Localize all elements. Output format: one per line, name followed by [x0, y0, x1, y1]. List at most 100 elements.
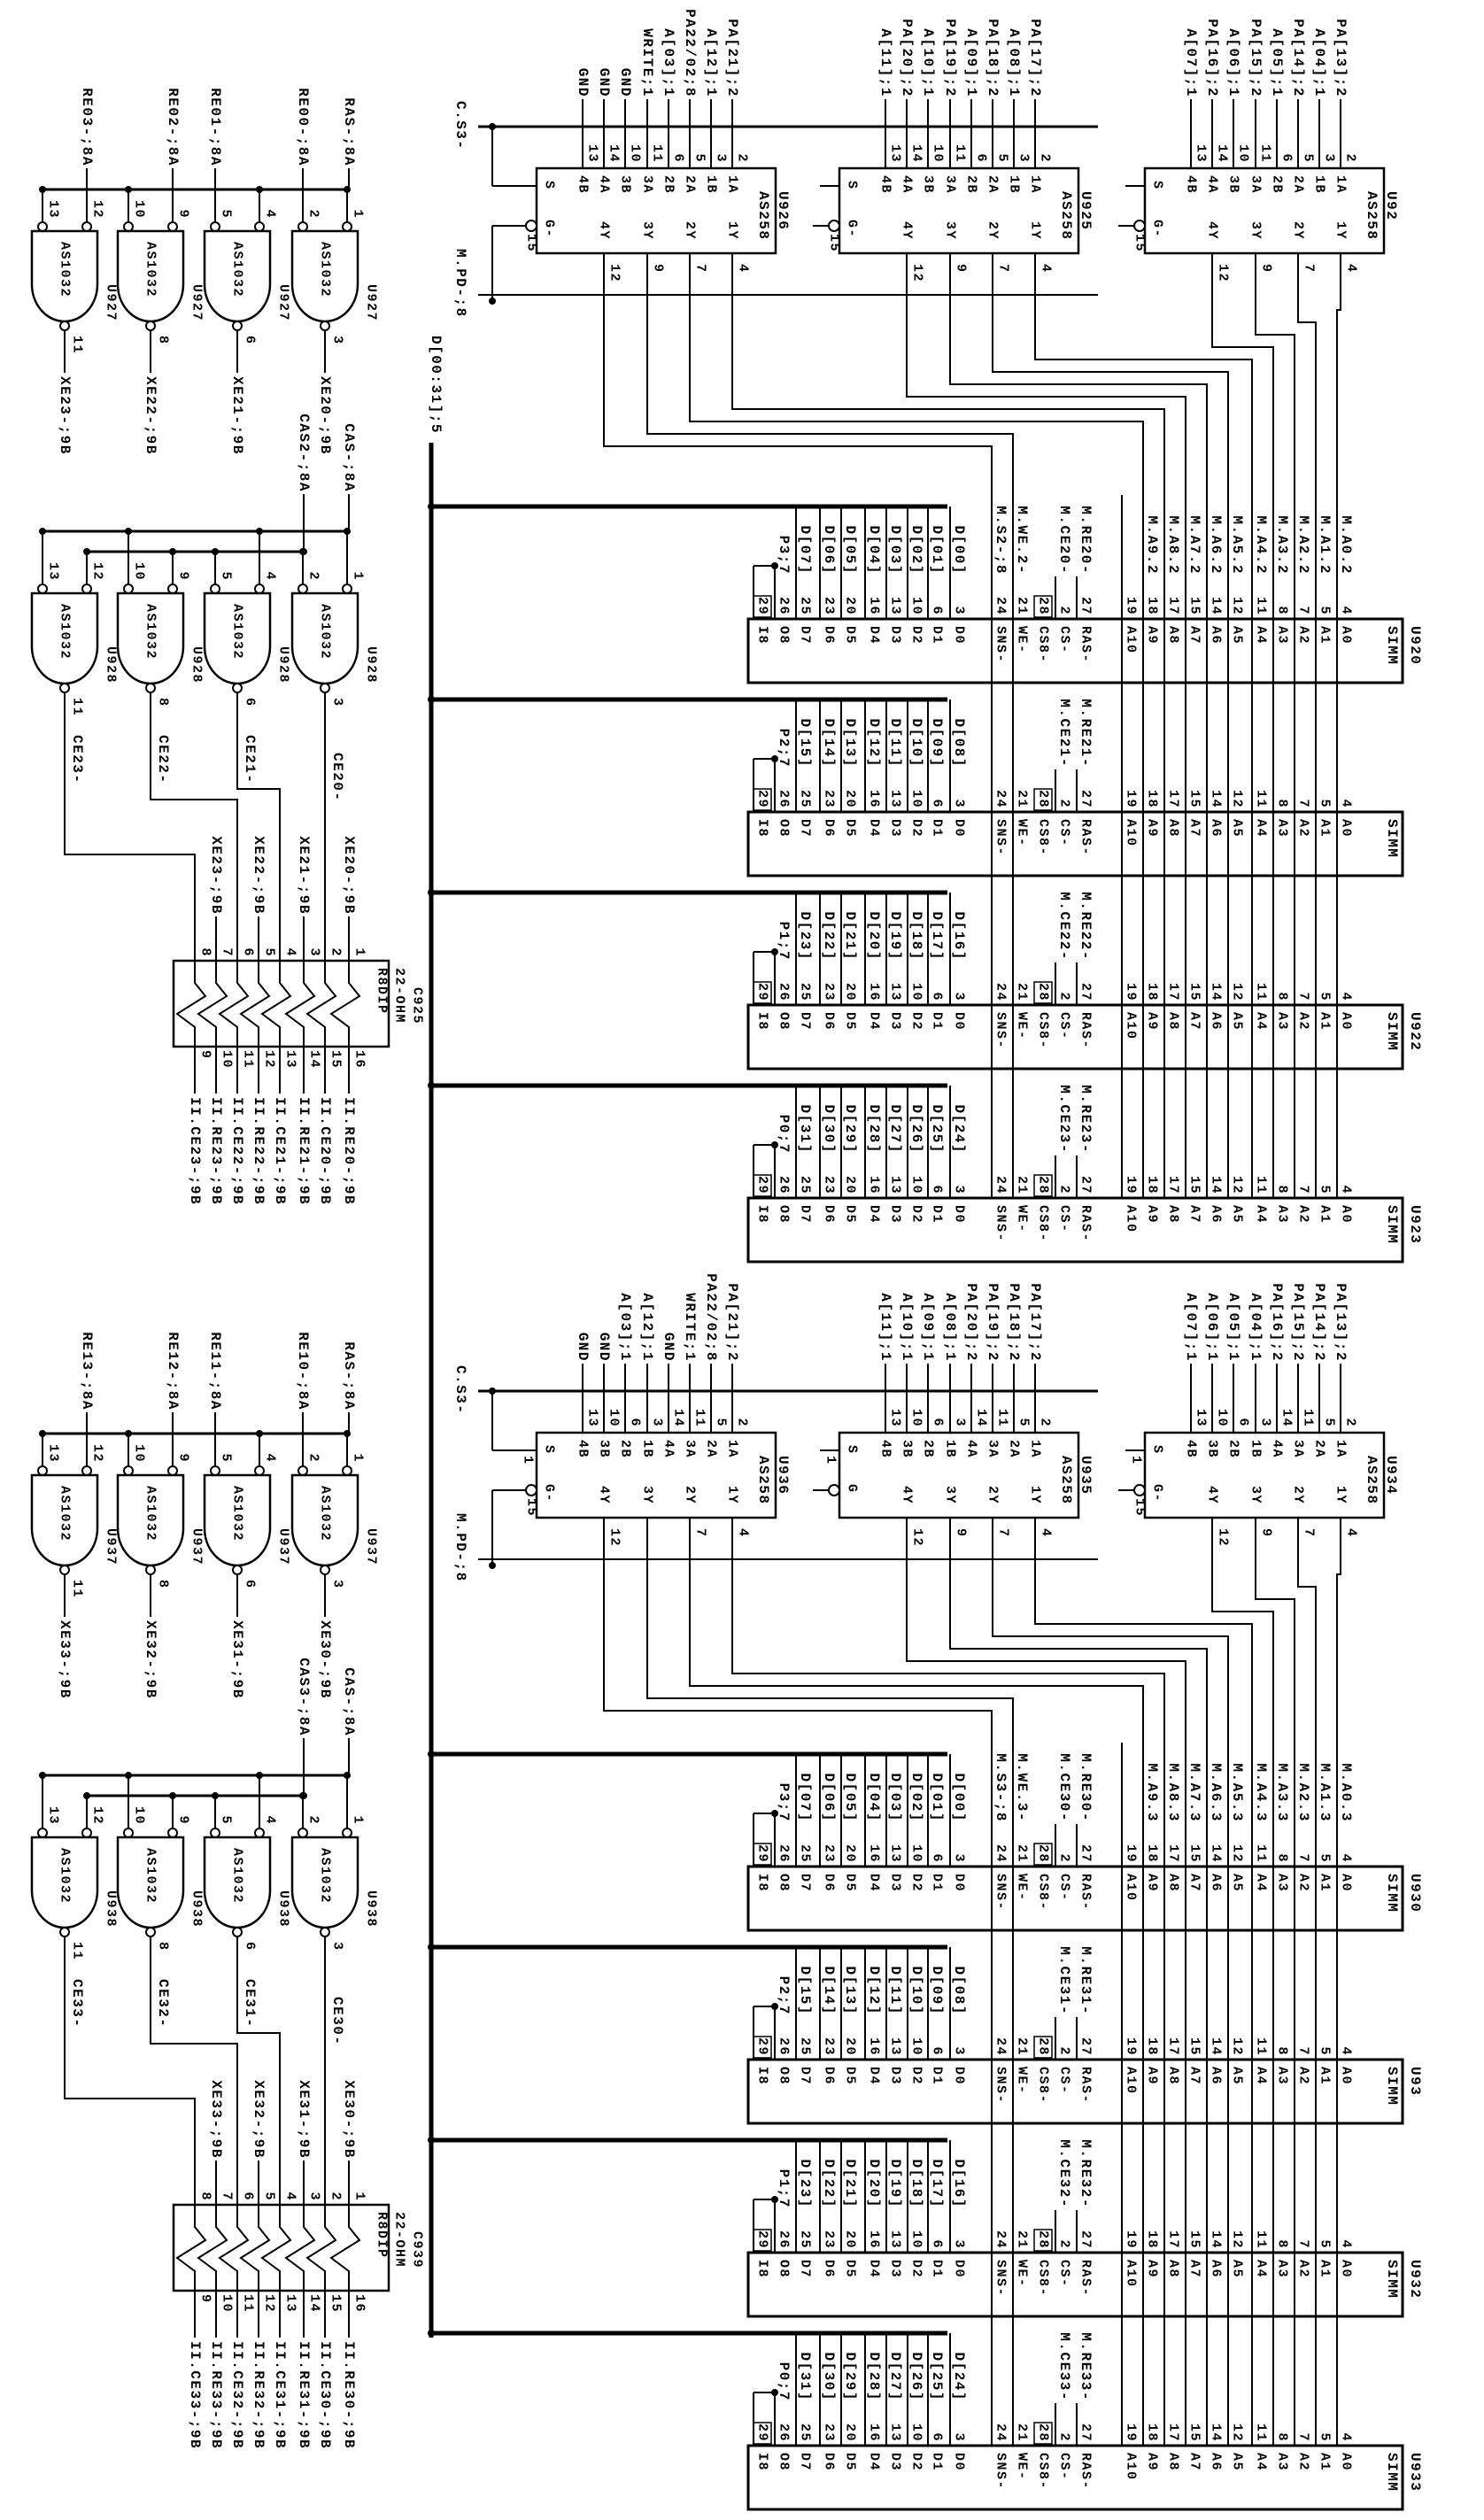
- simm-pin-name: WE-: [1015, 2260, 1030, 2288]
- simm-signal-label: D[21]: [842, 2159, 858, 2208]
- simm-ref-label: U93: [1407, 2067, 1423, 2096]
- resistor-pack-body: [172, 2203, 390, 2292]
- simm-pin-name: D1: [930, 2067, 945, 2085]
- pin-number: 11: [1254, 597, 1269, 615]
- pin-number: 7: [1302, 264, 1317, 274]
- pin-number: 18: [1145, 2423, 1160, 2442]
- gate-output-label: XE22-;9B: [143, 376, 158, 455]
- pin-number: 4: [1339, 2046, 1354, 2056]
- pin-number: 11: [1254, 2037, 1269, 2056]
- junction-dot: [125, 186, 132, 193]
- enable-pin-name: G-: [1150, 1484, 1165, 1503]
- simm-signal-label: M.A7.3: [1186, 1763, 1202, 1822]
- pin-number: 19: [1124, 2037, 1139, 2056]
- gate-ref-label: U928: [276, 646, 291, 684]
- pin-number: 6: [241, 947, 256, 957]
- pin-number: 3: [307, 2191, 322, 2201]
- buffer-ref-label: U926: [775, 191, 791, 230]
- boxed-pin-marker: [1033, 981, 1053, 1004]
- pin-number: 7: [1296, 1853, 1311, 1863]
- pin-number: 9: [1259, 264, 1274, 274]
- buffer-part-label: AS258: [1058, 191, 1074, 241]
- pin-number: 9: [176, 1815, 191, 1825]
- resistor-zigzag-icon: [329, 2205, 361, 2291]
- pin-number: 12: [90, 1444, 105, 1463]
- simm-pin-name: I8: [755, 1205, 770, 1224]
- pin-number: 2: [1057, 606, 1072, 615]
- gate-part-label: AS1032: [230, 604, 245, 660]
- simm-pin-name: SNS-: [993, 1205, 1009, 1242]
- buffer-input-signal-label: A[05];1: [1269, 28, 1285, 97]
- output-bubble-icon: [320, 321, 330, 331]
- junction-dot: [39, 1430, 46, 1437]
- pin-number: 17: [1166, 597, 1181, 615]
- buffer-input-signal-label: A[12];1: [639, 1293, 655, 1362]
- junction-dot: [39, 186, 46, 193]
- simm-signal-label: M.WE.2-: [1014, 506, 1030, 575]
- pin-number: 13: [46, 1444, 61, 1463]
- buffer-input-signal-label: GND: [617, 68, 633, 97]
- simm-pin-name: O8: [777, 2067, 792, 2085]
- pin-number: 25: [798, 597, 813, 615]
- select-pin-name: S: [845, 1445, 860, 1455]
- junction-dot: [428, 1751, 435, 1758]
- junction-dot: [428, 696, 435, 703]
- pin-number: 19: [1124, 790, 1139, 808]
- pin-number: 3: [1258, 1418, 1273, 1427]
- pin-number: 18: [1145, 983, 1160, 1001]
- pin-number: 28: [1036, 2230, 1051, 2249]
- gate-input-label: RE01-;8A: [207, 88, 223, 166]
- simm-pin-name: D3: [888, 1012, 903, 1031]
- buffer-input-signal-label: PA[13];2: [1333, 1283, 1349, 1362]
- simm-pin-name: A3: [1275, 1012, 1290, 1031]
- address-route-wire: [1255, 295, 1295, 495]
- simm-module-body: [746, 1196, 1404, 1264]
- pin-number: 13: [888, 790, 903, 808]
- pin-number: 2: [1343, 1418, 1358, 1427]
- pin-number: 29: [755, 790, 770, 808]
- pin-number: 24: [993, 983, 1009, 1001]
- resistor-input-label: XE22-;9B: [251, 836, 267, 915]
- simm-pin-name: CS8-: [1036, 2260, 1051, 2297]
- simm-pin-name: O8: [777, 2453, 792, 2471]
- buffer-output-name: 2Y: [683, 1486, 698, 1504]
- simm-signal-label: D[11]: [887, 718, 903, 768]
- gate-ref-label: U927: [104, 284, 119, 321]
- simm-pin-name: D0: [952, 626, 967, 645]
- pin-number: 17: [1166, 790, 1181, 808]
- simm-pin-name: A8: [1166, 2260, 1181, 2278]
- pin-number: 5: [995, 153, 1010, 163]
- simm-signal-label: M.S3-;8: [993, 1753, 1009, 1822]
- pin-number: 8: [1275, 799, 1290, 808]
- simm-signal-label: M.RE20-: [1078, 506, 1094, 575]
- pin-number: 18: [1145, 2230, 1160, 2249]
- simm-pin-name: CS8-: [1036, 1012, 1051, 1049]
- simm-signal-label: D[09]: [929, 718, 945, 768]
- pin-number: 19: [1124, 1176, 1139, 1194]
- junction-dot: [771, 2003, 778, 2010]
- buffer-input-signal-label: PA[17];2: [1027, 1283, 1043, 1362]
- pin-number: 23: [822, 1176, 837, 1194]
- pin-number: 11: [650, 144, 665, 163]
- buffer-pin-name: 1B: [1007, 175, 1022, 194]
- simm-pin-name: A2: [1296, 1205, 1311, 1224]
- pin-number: 24: [993, 1176, 1009, 1194]
- pin-number: 2: [1057, 2239, 1072, 2249]
- address-route-wire: [906, 295, 1186, 495]
- pin-number: 7: [693, 1528, 708, 1538]
- simm-signal-label: M.A2.3: [1295, 1763, 1311, 1822]
- output-bubble-icon: [59, 1565, 70, 1575]
- gate-input-label: RE11-;8A: [207, 1332, 223, 1411]
- pin-number: 4: [263, 1815, 278, 1825]
- buffer-pin-name: 1A: [725, 175, 740, 194]
- simm-signal-label: P0;7: [776, 2362, 792, 2401]
- junction-dot: [771, 2389, 778, 2396]
- pin-number: 5: [1318, 1853, 1333, 1863]
- pin-number: 4: [1039, 264, 1054, 274]
- boxed-pin-marker: [1033, 1843, 1053, 1866]
- junction-dot: [256, 186, 263, 193]
- simm-pin-name: A5: [1230, 1205, 1245, 1224]
- pin-number: 11: [1254, 2230, 1269, 2249]
- pin-number: 10: [909, 1844, 924, 1863]
- pin-number: 18: [1145, 1176, 1160, 1194]
